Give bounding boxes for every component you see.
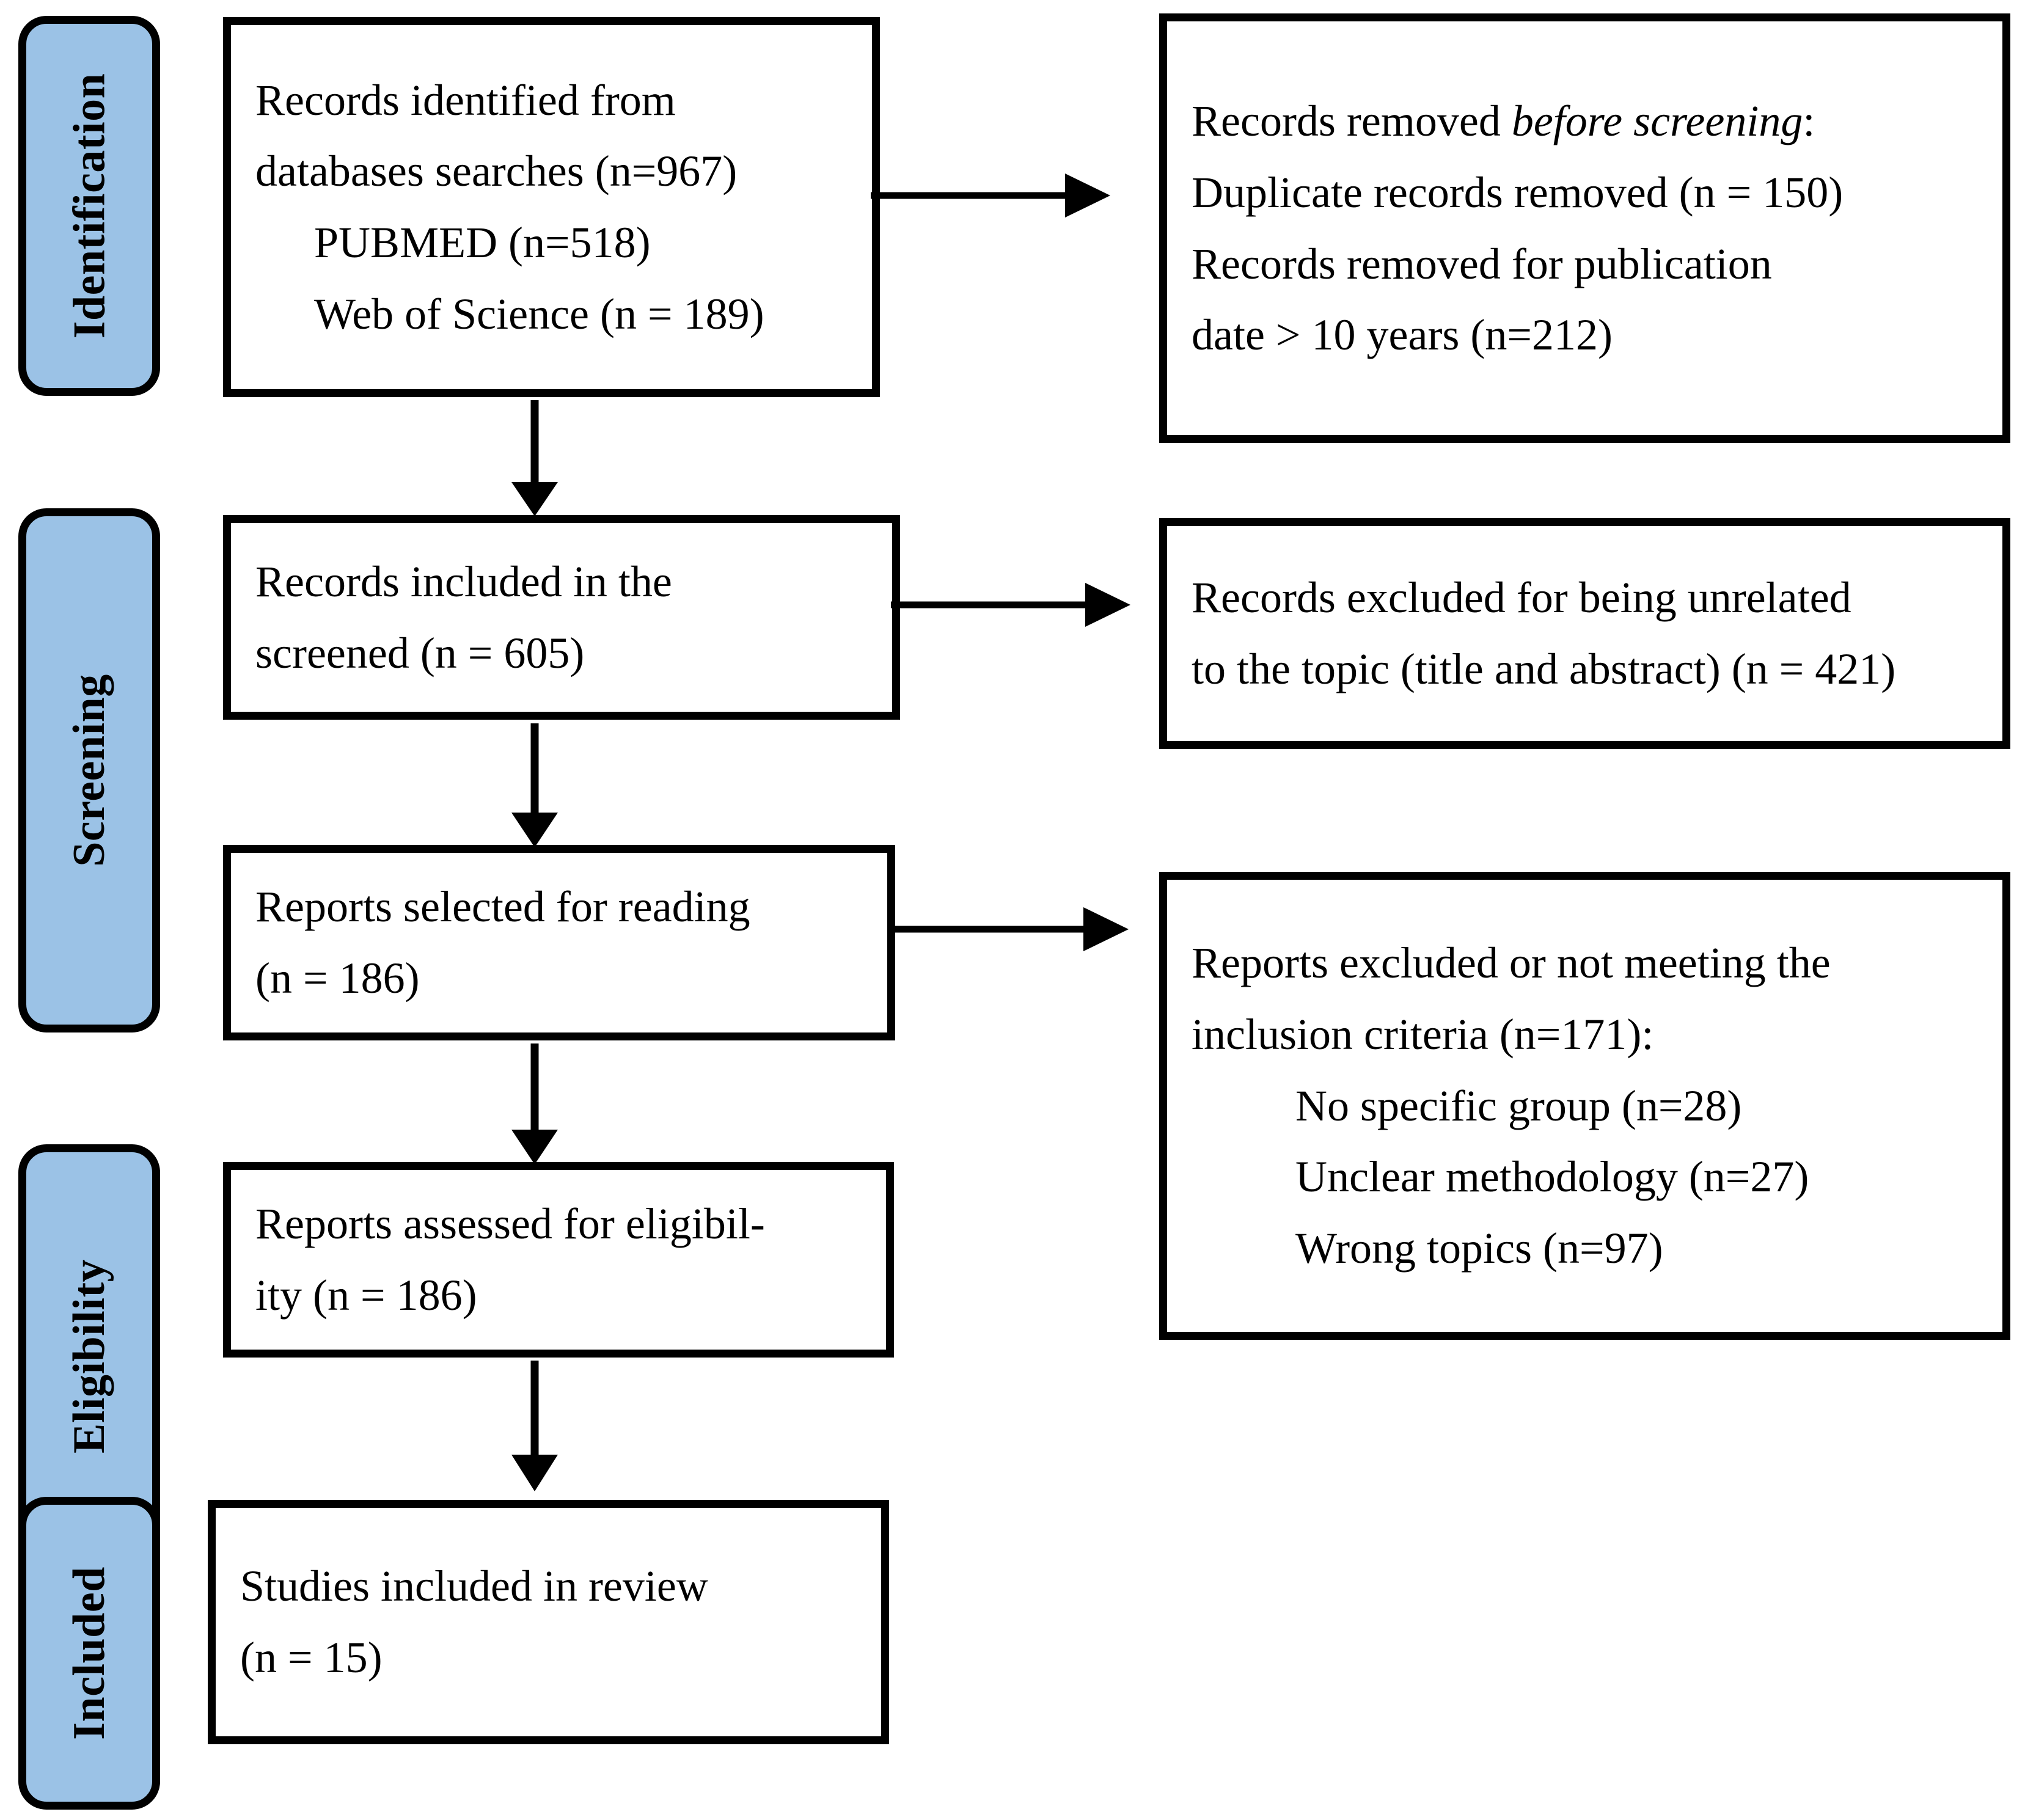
arrow-selected-to-excluded-criteria: [895, 902, 1133, 957]
box-reports-assessed-eligibility: Reports assessed for eligibil- ity (n = …: [223, 1162, 894, 1358]
box-records-identified: Records identified from databases search…: [223, 17, 880, 397]
records-removed-publication-date-line2: date > 10 years (n=212): [1192, 310, 1613, 360]
reports-excluded-no-specific-group: No specific group (n=28): [1295, 1081, 1742, 1130]
records-excluded-unrelated-line2: to the topic (title and abstract) (n = 4…: [1192, 645, 1896, 693]
phase-label-screening-text: Screening: [64, 674, 115, 867]
records-removed-heading-a: Records removed: [1192, 97, 1512, 146]
box-records-screened: Records included in the screened (n = 60…: [223, 515, 900, 720]
records-screened-line1: Records included in the: [255, 557, 672, 606]
phase-label-included-text: Included: [64, 1566, 115, 1740]
phase-label-eligibility-text: Eligibility: [64, 1259, 115, 1454]
records-removed-heading-c: :: [1803, 97, 1815, 146]
reports-excluded-unclear-methodology: Unclear methodology (n=27): [1295, 1152, 1809, 1202]
reports-assessed-line2: ity (n = 186): [255, 1271, 477, 1320]
box-records-excluded-unrelated: Records excluded for being unrelated to …: [1159, 518, 2010, 749]
records-identified-line1: Records identified from: [255, 75, 676, 125]
box-reports-selected-for-reading: Reports selected for reading (n = 186): [223, 845, 895, 1040]
arrow-assessed-to-included: [501, 1361, 568, 1494]
reports-excluded-wrong-topics: Wrong topics (n=97): [1295, 1223, 1663, 1273]
reports-excluded-criteria-line2: inclusion criteria (n=171):: [1192, 1010, 1654, 1059]
arrow-identified-to-removed: [871, 168, 1115, 223]
duplicate-records-removed: Duplicate records removed (n = 150): [1192, 167, 1844, 217]
reports-selected-line1: Reports selected for reading: [255, 882, 750, 932]
arrow-selected-to-assessed: [501, 1043, 568, 1166]
studies-included-line2: (n = 15): [240, 1633, 383, 1682]
studies-included-line1: Studies included in review: [240, 1562, 708, 1611]
phase-label-screening: Screening: [18, 508, 160, 1032]
arrow-screened-to-excluded-unrelated: [891, 577, 1135, 632]
reports-assessed-line1: Reports assessed for eligibil-: [255, 1199, 765, 1249]
reports-selected-line2: (n = 186): [255, 954, 420, 1003]
phase-label-included: Included: [18, 1497, 160, 1810]
box-records-removed-before-screening: Records removed before screening: Duplic…: [1159, 13, 2010, 443]
records-removed-heading-italic: before screening: [1511, 97, 1803, 146]
records-screened-line2: screened (n = 605): [255, 628, 585, 678]
records-removed-publication-date-line1: Records removed for publication: [1192, 239, 1772, 288]
records-removed-heading: Records removed before screening:: [1192, 86, 1978, 157]
records-identified-wos: Web of Science (n = 189): [314, 289, 764, 338]
phase-label-identification-text: Identification: [64, 73, 114, 339]
phase-label-identification: Identification: [18, 16, 160, 396]
box-reports-excluded-criteria: Reports excluded or not meeting the incl…: [1159, 872, 2010, 1340]
reports-excluded-criteria-line1: Reports excluded or not meeting the: [1192, 938, 1831, 988]
arrow-identified-to-screened: [501, 400, 568, 517]
records-identified-line2: databases searches (n=967): [255, 147, 738, 196]
box-studies-included-in-review: Studies included in review (n = 15): [208, 1500, 889, 1744]
arrow-screened-to-selected: [501, 723, 568, 849]
records-identified-pubmed: PUBMED (n=518): [314, 218, 651, 267]
records-excluded-unrelated-line1: Records excluded for being unrelated: [1192, 573, 1851, 623]
